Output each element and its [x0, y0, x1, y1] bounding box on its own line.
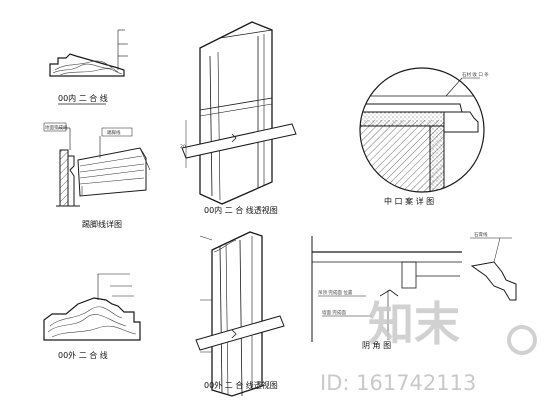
cornice-detail: 石膏线 吊顶 完成面 位置 墙面 完成面 — [311, 231, 517, 342]
inner-trim-profile — [49, 29, 128, 77]
caption-inner-trim: 00内 二 合 线 — [58, 93, 108, 103]
tag-floor-finish: 地面完成线 — [45, 124, 68, 131]
caption-corner-detail: 中 口 案 详 图 — [384, 196, 434, 206]
corner-top-note: 石材 收 口 条 — [462, 71, 489, 78]
caption-outer-perspective: 00外 二 合 线透视图 — [204, 380, 278, 390]
watermark-id: ID: 161742113 — [320, 371, 476, 395]
watermark: 知末 ID: 161742113 — [320, 297, 537, 395]
watermark-logo-text: 知末 — [368, 297, 460, 351]
perspective-dimension: 20 — [180, 144, 186, 150]
watermark-logo-mark — [507, 325, 537, 355]
cornice-note: 石膏线 — [474, 231, 488, 238]
cornice-label-a: 吊顶 完成面 位置 — [318, 289, 353, 296]
tag-baseboard: 踢脚线 — [107, 129, 121, 136]
inner-trim-perspective: 20 — [180, 21, 297, 205]
baseboard-detail: 地面完成线 踢脚线 — [43, 122, 151, 207]
caption-inner-perspective: 00内 二 合 线透视图 — [204, 205, 278, 215]
caption-outer-trim: 00外 二 合 线 — [58, 350, 108, 360]
outer-trim-profile — [43, 273, 141, 341]
caption-baseboard: 踢脚线详图 — [82, 219, 122, 229]
corner-detail: 石材 收 口 条 — [359, 67, 489, 193]
cornice-label-b: 墙面 完成面 — [322, 309, 346, 316]
caption-cornice-detail: 阴 角 图 — [362, 340, 391, 350]
outer-trim-perspective — [195, 231, 285, 397]
